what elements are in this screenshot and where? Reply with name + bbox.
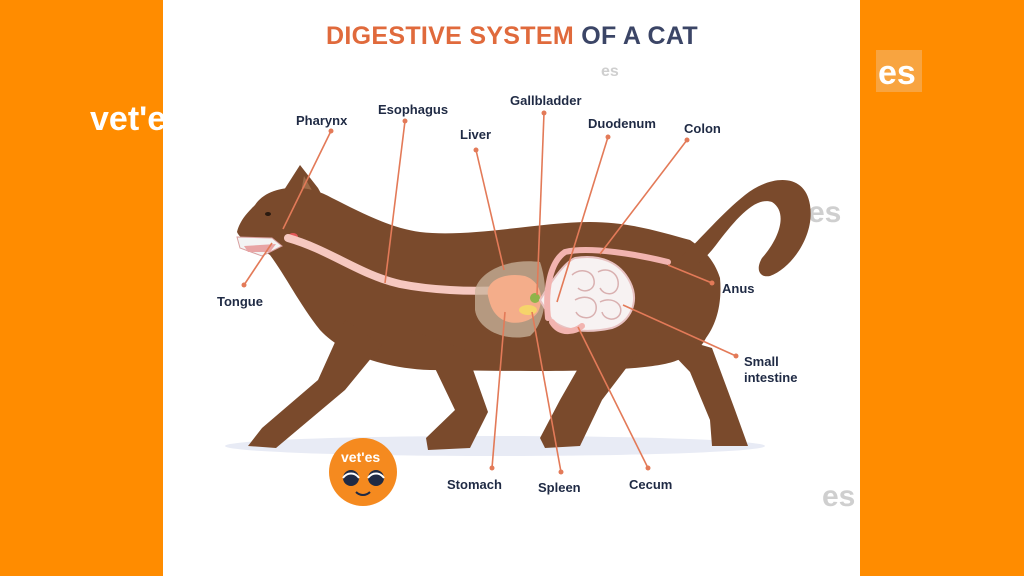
dot-stomach [489, 465, 495, 471]
watermark-right-middle: es [808, 196, 841, 229]
watermark-right-upper: es [878, 54, 916, 92]
esophagus-organ [284, 234, 504, 295]
logo-eye-left [343, 470, 359, 486]
cat-front-leg-right [410, 330, 488, 450]
leader-gallbladder [536, 112, 545, 296]
label-duodenum: Duodenum [588, 116, 656, 131]
dot-cecum [645, 465, 651, 471]
dot-pharynx [328, 128, 334, 134]
label-colon: Colon [684, 121, 721, 136]
loop-2 [597, 269, 619, 295]
dot-tongue [241, 282, 247, 288]
dot-liver [473, 147, 479, 153]
dot-spleen [558, 469, 564, 475]
logo-text-bg [338, 448, 388, 464]
watermark-panel-bottom: es [822, 480, 855, 513]
loop-4 [599, 299, 622, 320]
leader-pharynx [282, 130, 332, 230]
left-orange-band [0, 0, 163, 576]
logo-text: vet'es [341, 449, 380, 465]
dot-colon [684, 137, 690, 143]
cat-tail [680, 180, 811, 277]
cat-front-leg-left [248, 320, 382, 448]
logo-eye-right [368, 470, 384, 486]
intestine-loops [571, 269, 622, 320]
label-stomach: Stomach [447, 477, 502, 492]
logo-eyelid-right [367, 472, 385, 479]
leader-lines [241, 110, 739, 475]
label-pharynx: Pharynx [296, 113, 348, 128]
title-part-orange: DIGESTIVE SYSTEM [326, 22, 574, 50]
dot-gallbladder [541, 110, 547, 116]
label-spleen: Spleen [538, 480, 581, 495]
leader-small-intestine [622, 304, 737, 357]
label-gallbladder: Gallbladder [510, 93, 582, 108]
watermark-right-box [876, 50, 922, 92]
cat-back-leg-right [650, 330, 748, 446]
title-part-navy: OF A CAT [581, 22, 698, 50]
label-small-intestine-line2: intestine [744, 370, 797, 385]
label-small-intestine-line1: Small [744, 354, 779, 369]
leader-duodenum [556, 136, 609, 303]
leader-cecum [577, 326, 649, 469]
dot-anus [709, 280, 715, 286]
leader-liver [475, 149, 505, 271]
dot-esophagus [402, 118, 408, 124]
loop-1 [571, 270, 595, 292]
loop-3 [574, 296, 597, 319]
leader-anus [667, 264, 713, 284]
diagram-title: DIGESTIVE SYSTEM OF A CAT [0, 22, 1024, 51]
watermark-panel-top: es [601, 63, 619, 80]
label-tongue: Tongue [217, 294, 263, 309]
logo-smile [355, 491, 371, 496]
leader-esophagus [384, 120, 406, 284]
small-intestine-organ [538, 256, 635, 332]
colon-organ [544, 247, 671, 321]
leader-colon [599, 139, 688, 255]
label-esophagus: Esophagus [378, 102, 448, 117]
logo-eyelid-left [342, 472, 360, 479]
gallbladder-organ [530, 293, 540, 303]
dot-small-intestine [733, 353, 739, 359]
cat-eye [265, 212, 271, 216]
label-liver: Liver [460, 127, 491, 142]
dot-duodenum [605, 134, 611, 140]
cat-back-leg-left [540, 330, 640, 448]
right-orange-band [860, 0, 1024, 576]
label-cecum: Cecum [629, 477, 672, 492]
cat-body [237, 187, 721, 371]
spleen-organ [519, 305, 537, 315]
leader-spleen [531, 311, 562, 473]
vetes-logo: vet'es [329, 438, 397, 506]
leader-stomach [491, 311, 506, 469]
label-anus: Anus [722, 281, 755, 296]
leader-tongue [243, 242, 273, 286]
watermark-left: vet'es [90, 100, 185, 138]
cecum-organ [549, 319, 585, 335]
